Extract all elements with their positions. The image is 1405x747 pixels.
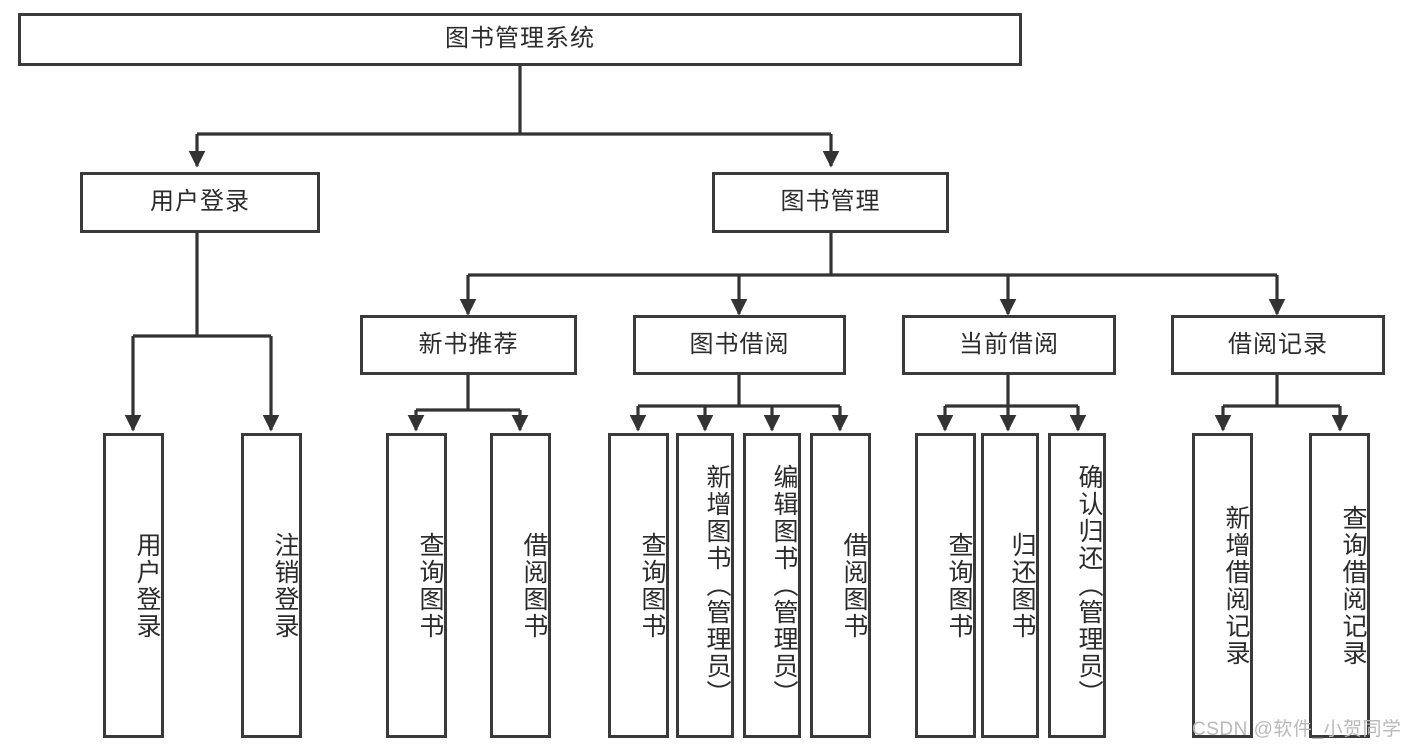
node-borrow-record-label: 借阅记录 xyxy=(1228,330,1328,358)
node-leaf-user-login[interactable]: 用户登录 xyxy=(103,433,164,738)
node-leaf-confirm-return[interactable]: 确认归还（管理员） xyxy=(1048,433,1106,738)
node-root-label: 图书管理系统 xyxy=(445,25,595,53)
node-book-manage[interactable]: 图书管理 xyxy=(712,172,949,233)
node-leaf-return-book[interactable]: 归还图书 xyxy=(981,433,1039,738)
node-new-book-rec[interactable]: 新书推荐 xyxy=(360,315,577,375)
node-leaf-user-logout-label: 注销登录 xyxy=(271,531,299,640)
node-leaf-borrow-book-2-label: 借阅图书 xyxy=(840,531,868,640)
node-borrow-record[interactable]: 借阅记录 xyxy=(1171,315,1385,375)
node-book-manage-label: 图书管理 xyxy=(780,188,881,216)
node-leaf-return-book-label: 归还图书 xyxy=(1008,531,1036,640)
node-current-borrow-label: 当前借阅 xyxy=(959,330,1059,358)
node-leaf-borrow-book-1-label: 借阅图书 xyxy=(520,531,548,640)
node-leaf-borrow-book-2[interactable]: 借阅图书 xyxy=(810,433,871,738)
node-book-borrow[interactable]: 图书借阅 xyxy=(633,315,846,375)
node-user-login[interactable]: 用户登录 xyxy=(80,172,320,233)
node-leaf-add-record[interactable]: 新增借阅记录 xyxy=(1192,433,1253,738)
node-leaf-query-book-3-label: 查询图书 xyxy=(945,531,973,640)
node-leaf-edit-book[interactable]: 编辑图书（管理员） xyxy=(743,433,801,738)
node-root[interactable]: 图书管理系统 xyxy=(18,13,1022,66)
node-leaf-query-book-3[interactable]: 查询图书 xyxy=(915,433,976,738)
node-current-borrow[interactable]: 当前借阅 xyxy=(902,315,1116,375)
node-leaf-query-book-2[interactable]: 查询图书 xyxy=(608,433,669,738)
csdn-watermark: CSDN @软件_小贺同学 xyxy=(1192,719,1402,740)
node-leaf-add-book[interactable]: 新增图书（管理员） xyxy=(676,433,734,738)
node-leaf-add-book-label: 新增图书（管理员） xyxy=(703,464,731,707)
node-leaf-query-record[interactable]: 查询借阅记录 xyxy=(1309,433,1370,738)
node-leaf-borrow-book-1[interactable]: 借阅图书 xyxy=(490,433,551,738)
node-leaf-confirm-return-label: 确认归还（管理员） xyxy=(1075,464,1103,707)
node-user-login-label: 用户登录 xyxy=(150,188,250,216)
node-new-book-rec-label: 新书推荐 xyxy=(418,330,519,358)
node-leaf-query-record-label: 查询借阅记录 xyxy=(1339,504,1367,667)
node-leaf-query-book-1[interactable]: 查询图书 xyxy=(386,433,447,738)
node-leaf-query-book-2-label: 查询图书 xyxy=(638,531,666,640)
node-leaf-user-logout[interactable]: 注销登录 xyxy=(241,433,302,738)
node-leaf-query-book-1-label: 查询图书 xyxy=(416,531,444,640)
node-book-borrow-label: 图书借阅 xyxy=(689,330,790,358)
node-leaf-add-record-label: 新增借阅记录 xyxy=(1222,504,1250,667)
node-leaf-user-login-label: 用户登录 xyxy=(133,531,161,640)
node-leaf-edit-book-label: 编辑图书（管理员） xyxy=(770,464,798,707)
